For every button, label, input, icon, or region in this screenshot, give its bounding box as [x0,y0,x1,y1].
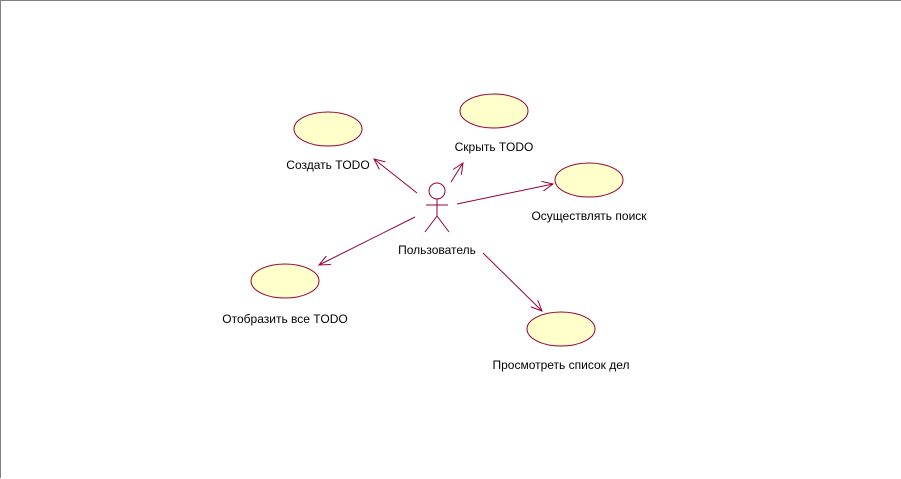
use-case-label: Скрыть TODO [455,140,534,154]
use-case-view-list[interactable]: Просмотреть список дел [492,311,630,372]
use-case-ellipse[interactable] [250,263,320,299]
use-case-create[interactable]: Создать TODO [286,111,370,172]
actor-user[interactable]: Пользователь [398,182,476,257]
association-show-all[interactable] [319,216,416,265]
actor-head [428,182,446,200]
actor-label: Пользователь [398,243,476,257]
use-case-ellipse[interactable] [459,93,529,129]
use-case-show-all[interactable]: Отобразить все TODO [222,263,348,326]
association-hide[interactable] [450,163,463,183]
use-case-label: Осуществлять поиск [531,209,647,223]
association-view-list[interactable] [482,252,542,311]
use-case-hide[interactable]: Скрыть TODO [455,93,534,154]
use-case-label: Отобразить все TODO [222,312,347,326]
actor-left-leg [424,215,438,233]
use-case-search[interactable]: Осуществлять поиск [531,162,647,223]
association-search[interactable] [456,184,553,205]
actor-right-leg [436,215,450,233]
actor-stick-figure-icon[interactable] [424,182,450,233]
use-case-ellipse[interactable] [554,162,624,198]
use-case-ellipse[interactable] [293,111,363,147]
association-create[interactable] [374,159,418,194]
use-case-label: Создать TODO [286,158,369,172]
use-case-label: Просмотреть список дел [492,358,629,372]
use-case-ellipse[interactable] [526,311,596,347]
associations [319,159,553,311]
